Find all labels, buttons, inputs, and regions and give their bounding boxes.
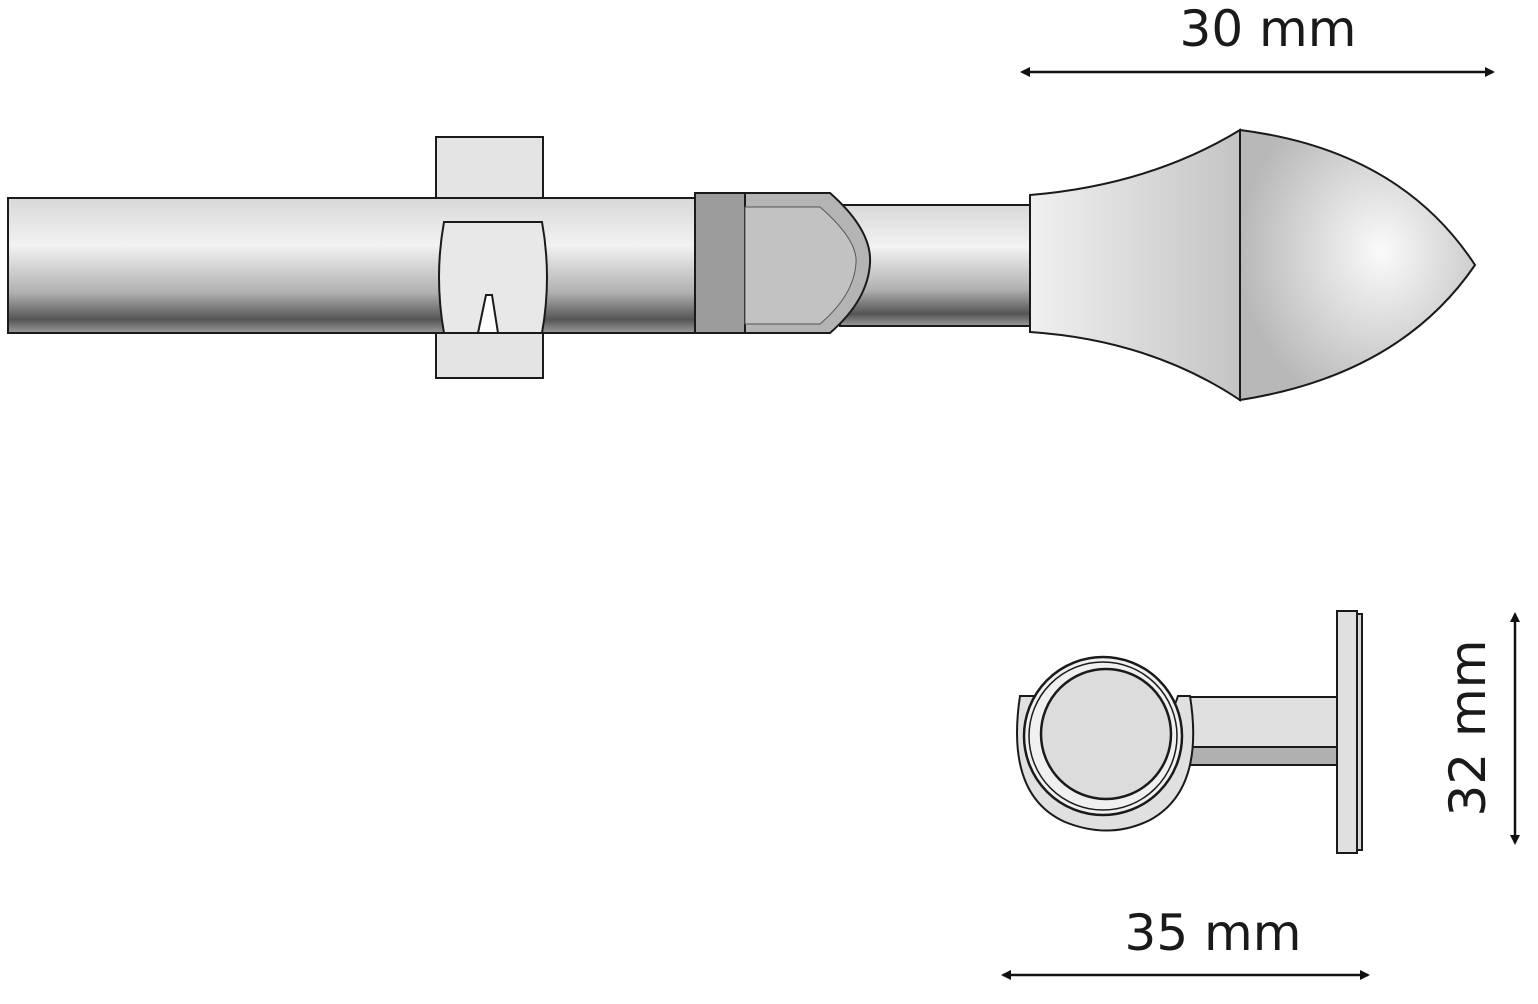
finial [1029,128,1477,402]
bracket-arm-shadow [1189,746,1339,766]
main-rod [7,197,699,334]
bracket-side-view [1016,610,1363,854]
dimension-label-height: 32 mm [1439,640,1497,817]
dimension-label-depth: 35 mm [1125,904,1302,962]
wall-plate [1336,610,1358,854]
inner-rod [839,204,1033,327]
bracket-arm [1189,696,1339,748]
dimension-label-finial: 30 mm [1180,0,1357,58]
finial-base [1029,128,1241,402]
clip-notch [476,294,500,334]
rod-end-disk [1039,667,1173,801]
finial-tip [1239,128,1477,402]
connector-sleeve [694,192,872,334]
rod-clip [438,221,548,334]
